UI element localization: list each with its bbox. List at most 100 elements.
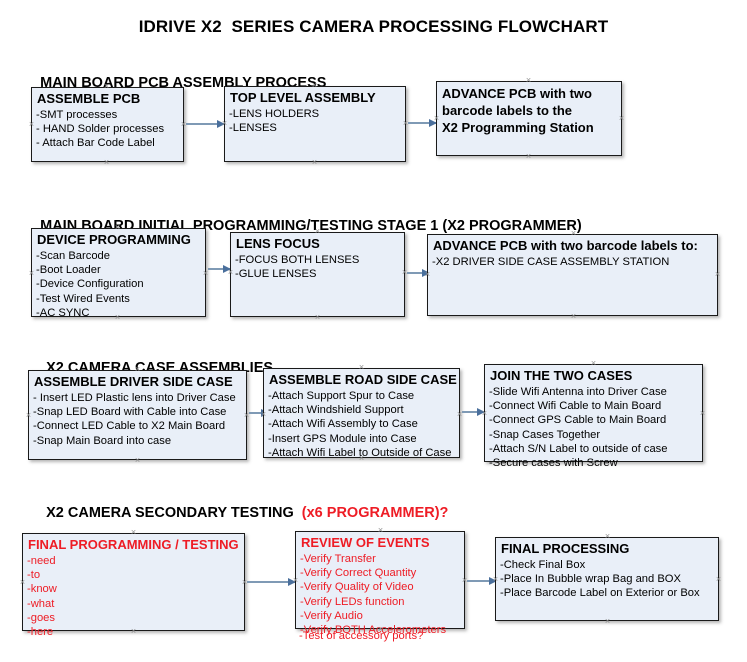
box-line: -goes [27, 611, 55, 624]
box-device-programming[interactable]: DEVICE PROGRAMMING -Scan Barcode -Boot L… [28, 228, 209, 320]
connection-handle-bottom[interactable] [314, 314, 321, 321]
connection-handle-left[interactable] [28, 270, 35, 277]
box-line: -here [27, 626, 54, 639]
box-line: -Snap Cases Together [489, 428, 601, 441]
box-title: LENS FOCUS [236, 236, 320, 251]
section-header-x2-camera-secondary-testing: X2 CAMERA SECONDARY TESTING (x6 PROGRAMM… [30, 489, 448, 537]
box-line: -FOCUS BOTH LENSES [235, 254, 360, 266]
connection-handle-right[interactable] [714, 271, 721, 278]
connection-handle-bottom[interactable] [114, 314, 121, 321]
connection-handle-bottom[interactable] [358, 455, 365, 462]
box-title: ASSEMBLE PCB [37, 91, 141, 106]
box-lines: - Insert LED Plastic lens into Driver Ca… [33, 391, 244, 448]
box-line: -Attach Support Spur to Case [268, 390, 415, 402]
connection-handle-bottom[interactable] [590, 459, 597, 466]
box-line: -LENS HOLDERS [229, 108, 320, 120]
connection-handle-left[interactable] [221, 120, 228, 127]
connection-handle-left[interactable] [260, 411, 267, 418]
box-line: - HAND Solder processes [36, 123, 165, 136]
connection-handle-left[interactable] [227, 269, 234, 276]
box-assemble-pcb[interactable]: ASSEMBLE PCB -SMT processes - HAND Solde… [31, 87, 184, 162]
connection-handle-left[interactable] [19, 579, 26, 586]
connection-handle-right[interactable] [715, 576, 722, 583]
connection-handle-right[interactable] [202, 270, 209, 277]
connection-handle-bottom[interactable] [130, 628, 137, 635]
box-title-line: X2 Programming Station [442, 120, 594, 135]
box-top-level-assembly[interactable]: TOP LEVEL ASSEMBLY -LENS HOLDERS -LENSES [224, 86, 406, 162]
connection-handle-top[interactable] [604, 533, 611, 540]
box-lines: -LENS HOLDERS -LENSES [229, 107, 403, 135]
box-title: FINAL PROCESSING [501, 541, 630, 556]
box-title: ADVANCE PCB with two barcode labels to: [433, 238, 698, 253]
connection-handle-bottom[interactable] [134, 457, 141, 464]
box-line: -Place Barcode Label on Exterior or Box [500, 587, 700, 600]
box-line: -Secure cases with Screw [489, 457, 618, 470]
box-title: REVIEW OF EVENTS [301, 535, 430, 550]
connection-handle-right[interactable] [699, 410, 706, 417]
box-title: ASSEMBLE ROAD SIDE CASE [269, 372, 457, 387]
connection-handle-left[interactable] [424, 271, 431, 278]
box-line: -Verify BOTH Accelerometers [300, 624, 447, 637]
connection-handle-bottom[interactable] [604, 618, 611, 625]
box-review-of-events[interactable]: REVIEW OF EVENTS -Verify Transfer -Verif… [292, 531, 465, 636]
connection-handle-top[interactable] [590, 360, 597, 367]
box-line: -Snap Main Board into case [33, 434, 172, 447]
box-lens-focus[interactable]: LENS FOCUS -FOCUS BOTH LENSES -GLUE LENS… [230, 232, 405, 317]
box-line: -Test Wired Events [36, 292, 130, 305]
connection-handle-left[interactable] [25, 412, 32, 419]
box-line: -Snap LED Board with Cable into Case [33, 406, 227, 419]
connection-handle-left[interactable] [292, 577, 299, 584]
box-final-processing[interactable]: FINAL PROCESSING -Check Final Box -Place… [495, 537, 719, 621]
connection-handle-top[interactable] [570, 230, 577, 237]
box-title: DEVICE PROGRAMMING [37, 232, 191, 247]
connection-handle-top[interactable] [525, 77, 532, 84]
connection-handle-left[interactable] [492, 576, 499, 583]
box-line: -Verify LEDs function [300, 595, 405, 608]
box-lines: -need -to -know -what -goes -here [27, 554, 242, 639]
box-lines: -Attach Support Spur to Case -Attach Win… [268, 389, 457, 460]
connection-handle-top[interactable] [358, 364, 365, 371]
box-line: -Verify Quality of Video [300, 581, 414, 594]
box-advance-pcb-driver-side-station[interactable]: ADVANCE PCB with two barcode labels to: … [427, 234, 718, 316]
box-line: -know [27, 583, 57, 596]
box-line: -Device Configuration [36, 278, 144, 291]
box-line: -SMT processes [36, 109, 118, 121]
connection-handle-top[interactable] [314, 228, 321, 235]
box-line: -X2 DRIVER SIDE CASE ASSEMBLY STATION [432, 256, 670, 268]
connection-handle-left[interactable] [481, 410, 488, 417]
connection-handle-top[interactable] [377, 527, 384, 534]
connection-handle-bottom[interactable] [525, 153, 532, 160]
box-lines: -X2 DRIVER SIDE CASE ASSEMBLY STATION [432, 255, 715, 269]
box-line: -Attach Windshield Support [268, 404, 404, 417]
box-line: -GLUE LENSES [235, 268, 317, 281]
box-title: TOP LEVEL ASSEMBLY [230, 90, 376, 105]
connection-handle-bottom[interactable] [570, 313, 577, 320]
box-lines: -Check Final Box -Place In Bubble wrap B… [500, 558, 716, 601]
connection-handle-left[interactable] [28, 121, 35, 128]
section-header-accent: (x6 PROGRAMMER)? [297, 505, 449, 521]
box-line: -Check Final Box [500, 559, 586, 571]
box-assemble-driver-side-case[interactable]: ASSEMBLE DRIVER SIDE CASE - Insert LED P… [28, 370, 247, 460]
box-line: -what [27, 597, 55, 610]
box-final-programming-testing[interactable]: FINAL PROGRAMMING / TESTING -need -to -k… [19, 533, 245, 638]
box-title-multiline: ADVANCE PCB with two barcode labels to t… [442, 85, 618, 136]
connection-handle-top[interactable] [311, 82, 318, 89]
box-line: -Boot Loader [36, 264, 101, 277]
box-join-the-two-cases[interactable]: JOIN THE TWO CASES -Slide Wifi Antenna i… [481, 364, 706, 469]
box-line: -need [27, 555, 56, 567]
box-line: - Insert LED Plastic lens into Driver Ca… [33, 392, 236, 404]
box-line: -Verify Audio [300, 609, 363, 622]
box-title: JOIN THE TWO CASES [490, 368, 633, 383]
connection-handle-top[interactable] [130, 529, 137, 536]
box-assemble-road-side-case[interactable]: ASSEMBLE ROAD SIDE CASE -Attach Support … [260, 368, 460, 460]
connection-handle-top[interactable] [134, 366, 141, 373]
box-advance-pcb-programming-station[interactable]: ADVANCE PCB with two barcode labels to t… [436, 81, 622, 156]
box-lines: -Scan Barcode -Boot Loader -Device Confi… [36, 249, 203, 320]
connection-handle-top[interactable] [114, 224, 121, 231]
connection-handle-top[interactable] [103, 83, 110, 90]
connection-handle-right[interactable] [618, 115, 625, 122]
connection-handle-bottom[interactable] [311, 159, 318, 166]
box-line: -Scan Barcode [36, 250, 111, 262]
connection-handle-bottom[interactable] [103, 159, 110, 166]
connection-handle-left[interactable] [433, 115, 440, 122]
